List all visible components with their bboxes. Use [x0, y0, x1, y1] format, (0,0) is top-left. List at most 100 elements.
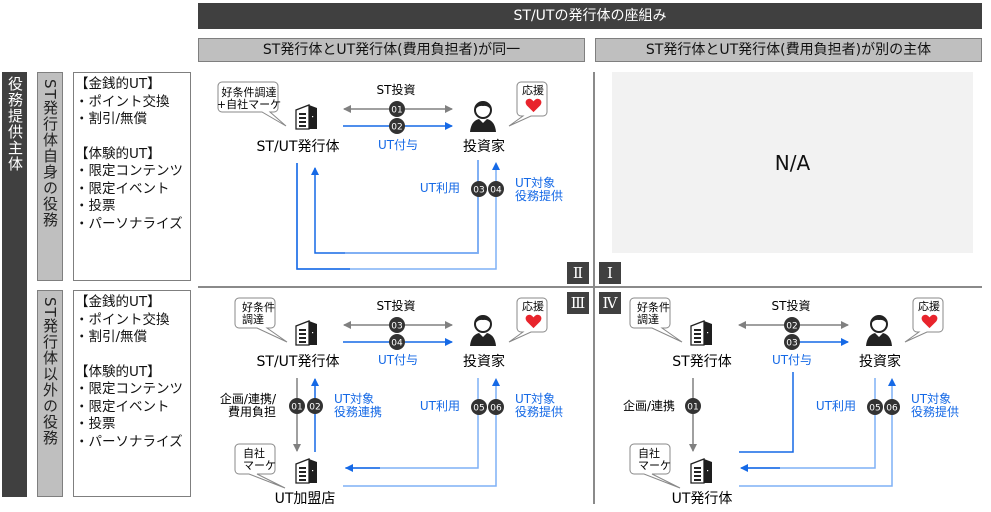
step-badge-06: 06 — [884, 399, 900, 415]
quadrant-divider-horizontal — [198, 286, 982, 288]
step-badge-02: 02 — [389, 118, 405, 134]
svg-text:03: 03 — [786, 339, 797, 349]
step-badge-05: 05 — [471, 399, 487, 415]
quadrant-3-numeral: Ⅲ — [567, 292, 589, 314]
bubble-text: +自社マーケ — [217, 97, 281, 111]
step-badge-01: 01 — [389, 101, 405, 117]
list-item: ・パーソナライズ — [75, 215, 183, 232]
ut-service-label: 役務提供 — [911, 404, 959, 419]
step-badge-02: 02 — [307, 398, 323, 414]
arrowhead — [492, 162, 500, 170]
ut-service-label: UT対象 — [515, 176, 555, 190]
building-icon — [690, 458, 713, 484]
svg-text:06: 06 — [886, 404, 898, 414]
investor-person-icon — [469, 315, 497, 346]
arrow-ut-use — [311, 160, 479, 254]
arrow-ut-use-light — [345, 160, 479, 254]
svg-text:04: 04 — [490, 186, 502, 196]
svg-text:04: 04 — [391, 339, 403, 349]
investor-label: 投資家 — [463, 138, 505, 155]
na-text: N/A — [774, 150, 811, 175]
row-axis-label-text: 役務提供主体 — [6, 76, 24, 172]
column-header-same-issuer: ST発行体とUT発行体(費用負担者)が同一 — [198, 38, 585, 62]
arrow-ut-service — [739, 384, 893, 487]
arrow-ut-use — [742, 378, 876, 469]
list-item: ・限定コンテンツ — [75, 381, 183, 397]
svg-text:05: 05 — [473, 404, 484, 414]
bubble-text: 応援 — [522, 83, 544, 97]
ut-use-label: UT利用 — [420, 399, 460, 413]
issuer-speech-bubble: 好条件 調達 — [629, 297, 683, 343]
ut-service-label: 役務提供 — [515, 188, 563, 203]
arrow-ut-service — [343, 384, 497, 487]
investor-person-icon — [865, 315, 893, 346]
list-item: ・限定コンテンツ — [75, 163, 183, 179]
bubble-text: 自社 — [638, 446, 660, 460]
quadrant-1-numeral: Ⅰ — [599, 262, 621, 284]
building-icon — [295, 320, 318, 346]
building-icon — [295, 458, 318, 484]
bubble-text: 好条件調達 — [222, 85, 277, 99]
step-badge-01: 01 — [685, 398, 701, 414]
ut-issuer-label: UT発行体 — [672, 491, 733, 507]
list-item: ・パーソナライズ — [75, 433, 183, 450]
list-item: ・限定イベント — [75, 180, 170, 197]
ut-service-label: UT対象 — [515, 392, 555, 406]
plan-label: 企画/連携 — [623, 398, 675, 413]
diagram-title: ST/UTの発行体の座組み — [198, 3, 982, 29]
row-label-other-service-text: ST発行体以外の役務 — [41, 297, 59, 446]
step-badge-05: 05 — [867, 399, 883, 415]
svg-text:03: 03 — [473, 186, 484, 196]
arrow-ut-service-dark — [296, 163, 350, 270]
row-label-own-service: ST発行体自身の役務 — [37, 72, 63, 281]
issuer-speech-bubble: 好条件 調達 — [234, 297, 288, 343]
quadrant-divider-vertical — [593, 72, 595, 504]
svg-text:05: 05 — [869, 404, 880, 414]
line-ut-grant-source — [739, 372, 794, 453]
quadrant-1-na: N/A — [612, 72, 973, 253]
bubble-text: 応援 — [918, 299, 940, 313]
list-item: ・投票 — [75, 198, 116, 214]
svg-text:02: 02 — [391, 123, 402, 133]
arrowhead — [888, 378, 896, 386]
investor-label: 投資家 — [463, 353, 505, 370]
step-badge-03: 03 — [389, 317, 405, 333]
bubble-text: 応援 — [522, 299, 544, 313]
quadrant-4-numeral: Ⅳ — [599, 292, 621, 314]
ut-grant-label: UT付与 — [378, 138, 418, 152]
list-item: ・投票 — [75, 416, 116, 432]
ut-use-label: UT利用 — [816, 399, 856, 413]
row-label-own-service-text: ST発行体自身の役務 — [41, 79, 59, 228]
bubble-text: マーケ — [638, 459, 671, 472]
list-item: ・割引/無償 — [75, 111, 148, 127]
issuer-label: ST/UT発行体 — [257, 139, 340, 155]
st-issuer-label: ST発行体 — [672, 354, 731, 370]
step-badge-04: 04 — [389, 334, 405, 350]
ut-service-label: 役務提供 — [515, 404, 563, 419]
ut-issuer-speech-bubble: 自社 マーケ — [629, 443, 681, 489]
bubble-text: 調達 — [242, 312, 264, 326]
svg-text:01: 01 — [687, 403, 698, 413]
ut-grant-label: UT付与 — [772, 353, 812, 367]
step-badge-01: 01 — [289, 398, 305, 414]
step-badge-06: 06 — [488, 399, 504, 415]
svg-text:01: 01 — [391, 106, 402, 116]
bubble-text: 好条件 — [637, 300, 670, 314]
merchant-speech-bubble: 自社 マーケ — [234, 443, 286, 489]
st-investment-label: ST投資 — [377, 82, 416, 97]
ut-type-list-own: 【金銭的UT】 ・ポイント交換 ・割引/無償 【体験的UT】 ・限定コンテンツ … — [73, 72, 191, 281]
svg-text:02: 02 — [309, 403, 320, 413]
money-ut-heading: 【金銭的UT】 — [75, 294, 161, 310]
plan-label: 費用負担 — [228, 404, 276, 419]
plan-label: 企画/連携/ — [220, 391, 277, 406]
arrowhead — [492, 378, 500, 386]
building-icon — [295, 104, 318, 130]
svg-text:01: 01 — [291, 403, 302, 413]
investor-label: 投資家 — [859, 353, 901, 370]
step-badge-03: 03 — [784, 334, 800, 350]
issuer-speech-bubble: 好条件調達 +自社マーケ — [217, 81, 287, 127]
investor-speech-bubble: 応援 — [508, 297, 548, 343]
ut-service-label: UT対象 — [911, 392, 951, 406]
bubble-text: 好条件 — [242, 300, 275, 314]
